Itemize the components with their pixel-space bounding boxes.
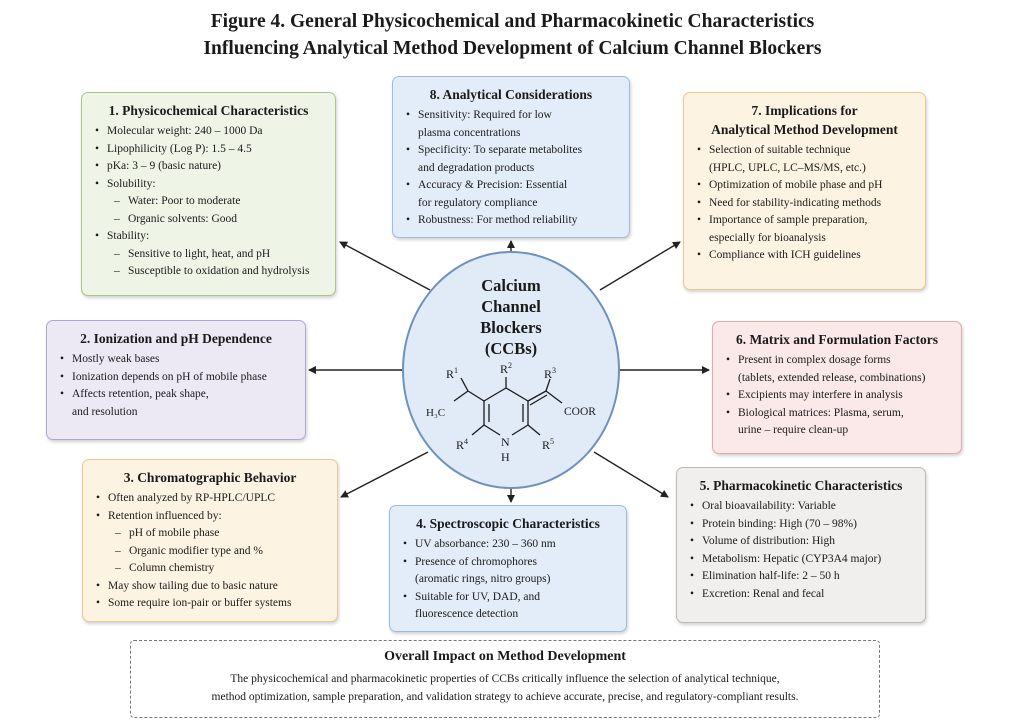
overall-impact-box: Overall Impact on Method Development The…	[130, 640, 880, 718]
box-title: 7. Implications for Analytical Method De…	[696, 101, 913, 139]
arrow-to-box3	[340, 451, 429, 498]
list-item: Need for stability-indicating methods	[696, 195, 913, 213]
list-item: Molecular weight: 240 – 1000 Da	[94, 123, 323, 141]
physicochemical-characteristics-box: 1. Physicochemical Characteristics Molec…	[81, 92, 336, 296]
overall-title: Overall Impact on Method Development	[384, 649, 626, 664]
overall-text-line-2: method optimization, sample preparation,…	[211, 691, 799, 703]
list-item: Excipients may interfere in analysis	[725, 387, 949, 405]
overall-text-line-1: The physicochemical and pharmacokinetic …	[230, 673, 780, 685]
list-item: Stability:	[94, 228, 323, 246]
center-title-line-2: Channel	[481, 297, 541, 316]
figure-title-line-1: Figure 4. General Physicochemical and Ph…	[210, 11, 815, 32]
list-item-continuation: for regulatory compliance	[418, 196, 538, 209]
box-title: 1. Physicochemical Characteristics	[108, 103, 309, 118]
chromatographic-behavior-box: 3. Chromatographic Behavior Often analyz…	[82, 459, 338, 622]
list-item: Suitable for UV, DAD, and	[402, 589, 614, 607]
center-title-line-3: Blockers	[480, 318, 542, 337]
sub-list-item: Column chemistry	[95, 560, 325, 578]
figure-title-line-2: Influencing Analytical Method Developmen…	[203, 38, 822, 59]
sub-list-item: Sensitive to light, heat, and pH	[94, 246, 323, 264]
list-item: Elimination half-life: 2 – 50 h	[689, 568, 913, 586]
r2-label: R2	[500, 361, 512, 376]
box-title: 8. Analytical Considerations	[429, 87, 593, 102]
list-item: May show tailing due to basic nature	[95, 578, 325, 596]
list-item: Some require ion-pair or buffer systems	[95, 595, 325, 613]
list-item: Volume of distribution: High	[689, 533, 913, 551]
method-development-implications-box: 7. Implications for Analytical Method De…	[683, 92, 926, 290]
list-item: Accuracy & Precision: Essential	[405, 177, 617, 195]
analytical-considerations-box: 8. Analytical Considerations Sensitivity…	[392, 76, 630, 238]
box-title: 6. Matrix and Formulation Factors	[735, 332, 939, 347]
nitrogen-label: N	[501, 435, 510, 449]
left-group-label: H₃C	[426, 407, 445, 419]
list-item-continuation: and degradation products	[418, 161, 535, 174]
ionization-ph-box: 2. Ionization and pH Dependence Mostly w…	[46, 320, 306, 440]
spectroscopic-characteristics-box: 4. Spectroscopic Characteristics UV abso…	[389, 505, 627, 632]
arrow-to-box1	[339, 241, 431, 291]
list-item: Sensitivity: Required for low	[405, 107, 617, 125]
right-group-label: COOR	[564, 406, 596, 418]
sub-list-item: Organic solvents: Good	[94, 211, 323, 229]
matrix-formulation-box: 6. Matrix and Formulation Factors Presen…	[712, 321, 962, 454]
list-item-continuation: (tablets, extended release, combinations…	[738, 371, 926, 384]
r1-label: R1	[446, 366, 458, 381]
list-item: Presence of chromophores	[402, 554, 614, 572]
center-title-line-1: Calcium	[481, 276, 541, 295]
list-item-continuation: and resolution	[72, 405, 138, 418]
list-item: Retention influenced by:	[95, 508, 325, 526]
box-title-line-1: 7. Implications for	[751, 103, 858, 118]
r4-label: R4	[456, 437, 468, 452]
list-item: Importance of sample preparation,	[696, 212, 913, 230]
r3-label: R3	[544, 366, 556, 381]
list-item: Biological matrices: Plasma, serum,	[725, 405, 949, 423]
hydrogen-label: H	[501, 450, 510, 464]
sub-list-item: Susceptible to oxidation and hydrolysis	[94, 263, 323, 281]
list-item: Ionization depends on pH of mobile phase	[59, 369, 293, 387]
center-title: Calcium Channel Blockers (CCBs)	[404, 275, 618, 359]
center-title-line-4: (CCBs)	[484, 339, 538, 358]
list-item: Often analyzed by RP-HPLC/UPLC	[95, 490, 325, 508]
list-item: Mostly weak bases	[59, 351, 293, 369]
list-item-continuation: fluorescence detection	[415, 608, 519, 620]
list-item: Lipophilicity (Log P): 1.5 – 4.5	[94, 141, 323, 159]
ccb-center-node: Calcium Channel Blockers (CCBs)	[402, 251, 620, 489]
list-item-continuation: especially for bioanalysis	[709, 231, 826, 244]
arrow-to-box5	[593, 451, 669, 498]
figure-title: Figure 4. General Physicochemical and Ph…	[0, 8, 1025, 62]
list-item: Optimization of mobile phase and pH	[696, 177, 913, 195]
list-item: Protein binding: High (70 – 98%)	[689, 516, 913, 534]
box-title: 5. Pharmacokinetic Characteristics	[699, 478, 903, 493]
dihydropyridine-structure: R2 R1 R3 H₃C COOR R4 R5 N H	[426, 361, 596, 464]
sub-list-item: Organic modifier type and %	[95, 543, 325, 561]
list-item: Specificity: To separate metabolites	[405, 142, 617, 160]
box-title: 4. Spectroscopic Characteristics	[416, 516, 600, 531]
list-item: Present in complex dosage forms	[725, 352, 949, 370]
list-item-continuation: urine – require clean-up	[738, 424, 849, 436]
list-item: Robustness: For method reliability	[405, 212, 617, 230]
sub-list-item: pH of mobile phase	[95, 525, 325, 543]
list-item: Metabolism: Hepatic (CYP3A4 major)	[689, 551, 913, 569]
box-title-line-2: Analytical Method Development	[711, 122, 898, 137]
list-item-continuation: (HPLC, UPLC, LC–MS/MS, etc.)	[709, 161, 866, 174]
r5-label: R5	[542, 437, 554, 452]
box-title: 2. Ionization and pH Dependence	[80, 331, 272, 346]
list-item: Compliance with ICH guidelines	[696, 247, 913, 265]
list-item: pKa: 3 – 9 (basic nature)	[94, 158, 323, 176]
list-item: Selection of suitable technique	[696, 142, 913, 160]
sub-list-item: Water: Poor to moderate	[94, 193, 323, 211]
list-item: Oral bioavailability: Variable	[689, 498, 913, 516]
list-item-continuation: plasma concentrations	[418, 126, 521, 139]
list-item: Affects retention, peak shape,	[59, 386, 293, 404]
pharmacokinetic-characteristics-box: 5. Pharmacokinetic Characteristics Oral …	[676, 467, 926, 623]
list-item: UV absorbance: 230 – 360 nm	[402, 536, 614, 554]
arrow-to-box7	[599, 241, 681, 291]
box-title: 3. Chromatographic Behavior	[123, 470, 297, 485]
list-item-continuation: (aromatic rings, nitro groups)	[415, 573, 551, 585]
list-item: Excretion: Renal and fecal	[689, 586, 913, 604]
list-item: Solubility:	[94, 176, 323, 194]
